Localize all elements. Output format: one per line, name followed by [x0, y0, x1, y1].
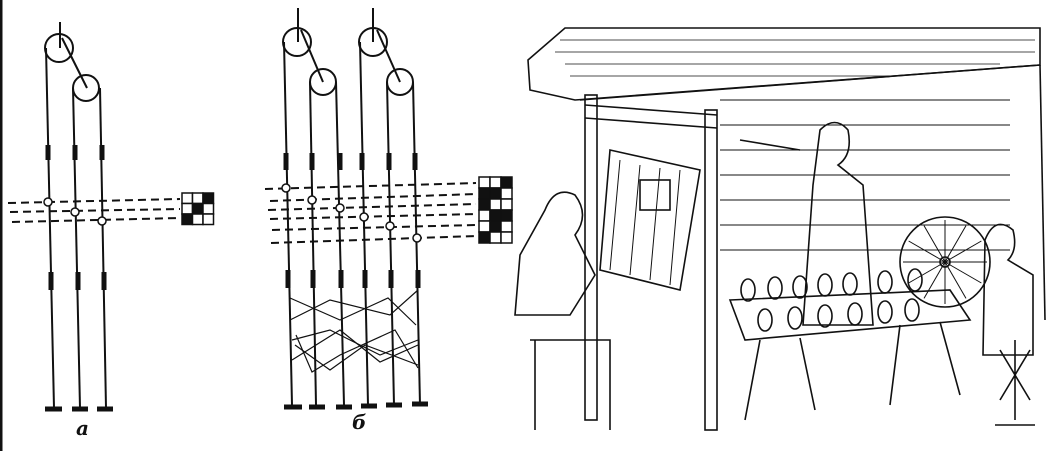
wheel-spoke — [944, 261, 982, 284]
bobbin — [907, 268, 923, 292]
wheel-spoke — [908, 240, 946, 263]
bobbin — [842, 272, 858, 296]
label-diagram-b: б — [352, 410, 367, 434]
pattern-cell — [202, 192, 215, 205]
pattern-cell — [489, 187, 502, 200]
pattern-cell — [478, 209, 491, 222]
pattern-cell — [181, 192, 194, 205]
wheel-spoke — [944, 225, 967, 263]
pattern-cell — [489, 176, 502, 189]
bobbin — [757, 308, 773, 332]
bobbin — [817, 273, 833, 297]
bobbin — [847, 302, 863, 326]
pattern-cell — [191, 192, 204, 205]
pattern-cell — [489, 231, 502, 244]
wheel-spoke — [908, 261, 946, 284]
pattern-cell — [478, 198, 491, 211]
wheel-spoke — [923, 225, 946, 263]
bobbin — [767, 276, 783, 300]
bobbin — [740, 278, 756, 302]
wheel-spoke — [944, 261, 967, 299]
workshop-scene — [514, 27, 1046, 431]
bobbins — [740, 268, 923, 332]
pattern-cell — [500, 187, 513, 200]
pattern-cell — [500, 209, 513, 222]
pattern-cell — [181, 213, 194, 226]
pattern-cell — [202, 213, 215, 226]
bobbin — [792, 275, 808, 299]
pattern-cell — [500, 220, 513, 233]
bobbin — [787, 306, 803, 330]
bobbin — [817, 304, 833, 328]
diagram-b — [264, 8, 513, 410]
bobbin — [877, 270, 893, 294]
pattern-cell — [489, 198, 502, 211]
pattern-cell — [489, 209, 502, 222]
weave-pattern-b — [478, 176, 513, 244]
weave-pattern-a — [181, 192, 215, 226]
wheel-spoke — [944, 240, 982, 263]
pattern-cell — [191, 202, 204, 215]
diagram-a — [7, 22, 215, 412]
pattern-cell — [478, 231, 491, 244]
pattern-cell — [181, 202, 194, 215]
label-diagram-a: а — [76, 416, 89, 440]
pattern-cell — [478, 187, 491, 200]
wheel-spoke — [923, 261, 946, 299]
bobbin — [877, 300, 893, 324]
pattern-cell — [500, 198, 513, 211]
pattern-cell — [478, 220, 491, 233]
pattern-cell — [191, 213, 204, 226]
pattern-cell — [500, 176, 513, 189]
bobbin — [904, 298, 920, 322]
pattern-cell — [478, 176, 491, 189]
pattern-cell — [489, 220, 502, 233]
pattern-cell — [500, 231, 513, 244]
pattern-cell — [202, 202, 215, 215]
